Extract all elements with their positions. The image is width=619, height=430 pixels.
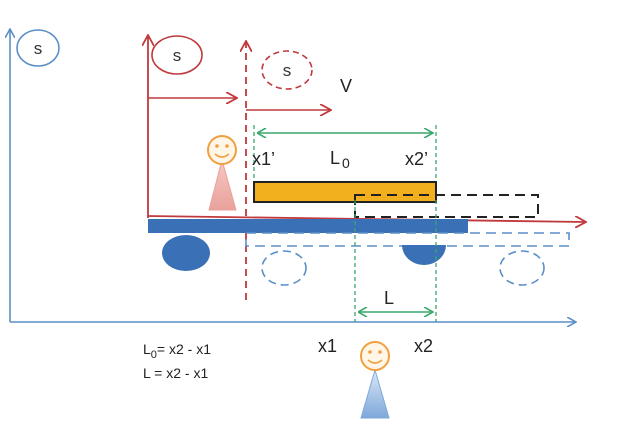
formula-measured-length: L = x2 - x1 <box>143 365 208 381</box>
svg-text:s: s <box>173 46 182 65</box>
moving-x2-label: x2’ <box>405 149 428 169</box>
platform <box>148 219 468 233</box>
ground-frame-label: s <box>16 29 60 67</box>
moving-observer <box>207 135 237 211</box>
formula-proper-length: L0= x2 - x1 <box>143 341 211 361</box>
wheel-moved-left <box>261 250 307 286</box>
velocity-label: V <box>340 76 352 96</box>
ground-x2-label: x2 <box>414 336 433 356</box>
moving-frame-label: s <box>151 35 203 75</box>
measured-length-label: L <box>384 288 394 308</box>
svg-text:s: s <box>283 61 292 80</box>
moving-frame-dashed-axes <box>246 42 330 300</box>
rod-proper <box>253 181 437 203</box>
moving-x1-label: x1’ <box>252 149 275 169</box>
wheel-right <box>402 245 446 265</box>
ground-observer <box>360 341 390 419</box>
moving-frame-dashed-label: s <box>261 50 313 90</box>
ground-x1-label: x1 <box>318 336 337 356</box>
proper-length-dimension <box>253 125 437 182</box>
rod-moved <box>354 194 539 218</box>
wheel-moved-right <box>499 250 545 286</box>
ground-frame-axes <box>10 30 575 322</box>
measured-length-dimension <box>354 200 437 322</box>
wheel-left <box>162 235 210 271</box>
platform-moved <box>245 232 570 247</box>
svg-text:s: s <box>34 39 43 58</box>
